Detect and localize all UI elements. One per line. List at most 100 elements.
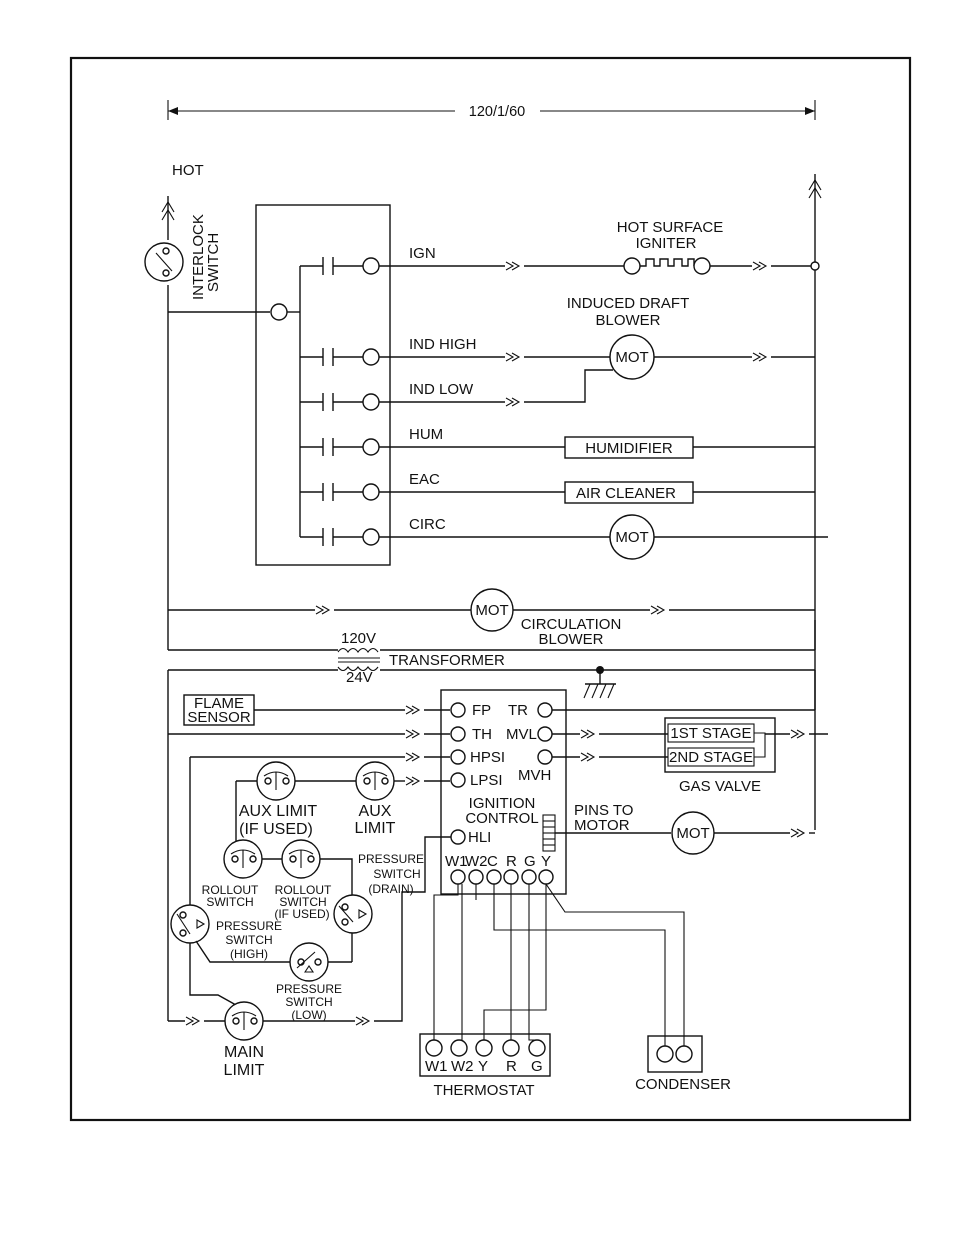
circulation-blower-label-1: CIRCULATION	[521, 616, 622, 633]
relay-ign-label: IGN	[409, 245, 436, 262]
thermostat-w1: W1	[425, 1058, 448, 1075]
interlock-label-1: INTERLOCK	[190, 214, 207, 300]
ignition-control-title-2: CONTROL	[465, 810, 538, 827]
hot-surface-igniter	[623, 257, 711, 275]
rollout-if-used-label-2: SWITCH	[279, 895, 326, 909]
transformer-primary: 120V	[341, 630, 376, 647]
ps-drain-label-3: (DRAIN)	[368, 882, 413, 896]
relay-circ-label: CIRC	[409, 516, 446, 533]
terminal-w1: W1	[445, 853, 468, 870]
interlock-switch	[144, 242, 184, 282]
inducer-label-1: INDUCED DRAFT	[567, 295, 690, 312]
rollout-if-used-label-1: ROLLOUT	[275, 883, 332, 897]
flame-sensor-label-2: SENSOR	[187, 709, 251, 726]
terminal-th: TH	[472, 726, 492, 743]
rollout-switch	[223, 839, 263, 879]
relay-ind-high-label: IND HIGH	[409, 336, 477, 353]
ignition-control-title-1: IGNITION	[469, 795, 536, 812]
terminal-fp: FP	[472, 702, 491, 719]
terminal-y: Y	[541, 853, 551, 870]
thermostat-y: Y	[478, 1058, 488, 1075]
terminal-mvl: MVL	[506, 726, 537, 743]
gas-valve-stage1-label: 1ST STAGE	[670, 725, 751, 742]
relay-eac-label: EAC	[409, 471, 440, 488]
circ-relay-motor-label: MOT	[615, 529, 648, 546]
board-common-terminal	[270, 303, 288, 321]
relay-ind-low	[300, 392, 505, 412]
aux-limit-if-used-label-2: (IF USED)	[239, 821, 313, 838]
circulation-blower-motor-label: MOT	[475, 602, 508, 619]
aux-limit-if-used-switch	[256, 761, 296, 801]
supply-dimension: 120/1/60	[167, 100, 816, 120]
main-limit-label-1: MAIN	[224, 1044, 264, 1061]
pressure-switch-low	[289, 942, 329, 982]
aux-limit-label-1: AUX	[359, 803, 392, 820]
interlock-label-2: SWITCH	[205, 233, 222, 292]
terminal-lpsi: LPSI	[470, 772, 503, 789]
terminal-r: R	[506, 853, 517, 870]
aux-limit-label-2: LIMIT	[355, 820, 396, 837]
relay-ind-high	[300, 347, 505, 367]
aux-limit-switch	[355, 761, 395, 801]
condenser-terminal-2	[675, 1045, 693, 1063]
control-board-relays	[255, 204, 391, 566]
pressure-switch-high	[170, 904, 210, 944]
rollout-if-used-label-3: (IF USED)	[274, 907, 329, 921]
thermostat-terminals-board	[450, 869, 554, 885]
pressure-switch-drain	[333, 894, 373, 934]
rollout-label-2: SWITCH	[206, 895, 253, 909]
flame-sensor-label-1: FLAME	[194, 695, 244, 712]
gas-valve-label: GAS VALVE	[679, 778, 761, 795]
terminal-w2: W2	[465, 853, 488, 870]
relay-eac	[300, 482, 565, 502]
ps-drain-label-2: SWITCH	[373, 867, 420, 881]
transformer-secondary: 24V	[346, 669, 373, 686]
motor-pin-connector	[542, 814, 556, 852]
relay-hum-label: HUM	[409, 426, 443, 443]
diagram-frame	[69, 56, 912, 1122]
condenser-label: CONDENSER	[635, 1076, 731, 1093]
ignition-control-terminals	[450, 702, 553, 845]
igniter-label-2: IGNITER	[636, 235, 697, 252]
inducer-motor-label: MOT	[615, 349, 648, 366]
thermostat-label: THERMOSTAT	[433, 1082, 534, 1099]
thermostat-box	[419, 1033, 551, 1077]
terminal-hli: HLI	[468, 829, 491, 846]
ps-high-label-3: (HIGH)	[230, 947, 268, 961]
condenser-box	[647, 1035, 703, 1073]
inducer-label-2: BLOWER	[595, 312, 660, 329]
circulation-blower-label-2: BLOWER	[538, 631, 603, 648]
humidifier-label: HUMIDIFIER	[585, 440, 673, 457]
ps-low-label-1: PRESSURE	[276, 982, 342, 996]
transformer-label: TRANSFORMER	[389, 652, 505, 669]
ignition-control-box	[440, 689, 567, 895]
pins-motor-label: MOT	[676, 825, 709, 842]
thermostat-terminals	[425, 1039, 546, 1057]
main-limit-switch	[224, 1001, 264, 1041]
ps-high-label-1: PRESSURE	[216, 919, 282, 933]
terminal-tr: TR	[508, 702, 528, 719]
relay-ind-low-label: IND LOW	[409, 381, 474, 398]
pins-to-motor-label-2: MOTOR	[574, 817, 630, 834]
terminal-c: C	[487, 853, 498, 870]
transformer	[337, 647, 380, 672]
terminal-mvh: MVH	[518, 767, 551, 784]
gas-valve-stage2-label: 2ND STAGE	[669, 749, 753, 766]
ps-low-label-3: (LOW)	[291, 1008, 326, 1022]
rollout-switch-if-used	[281, 839, 321, 879]
thermostat-g: G	[531, 1058, 543, 1075]
air-cleaner-label: AIR CLEANER	[576, 485, 676, 502]
relay-hum	[300, 437, 565, 457]
terminal-g: G	[524, 853, 536, 870]
hot-label: HOT	[172, 162, 204, 179]
pins-to-motor-label-1: PINS TO	[574, 802, 633, 819]
rollout-label-1: ROLLOUT	[202, 883, 259, 897]
thermostat-w2: W2	[451, 1058, 474, 1075]
condenser-terminal-1	[656, 1045, 674, 1063]
ground-symbol	[583, 666, 616, 699]
ps-high-label-2: SWITCH	[225, 933, 272, 947]
ps-drain-label-1: PRESSURE	[358, 852, 424, 866]
relay-circ	[300, 527, 610, 547]
supply-voltage-label: 120/1/60	[469, 104, 525, 120]
